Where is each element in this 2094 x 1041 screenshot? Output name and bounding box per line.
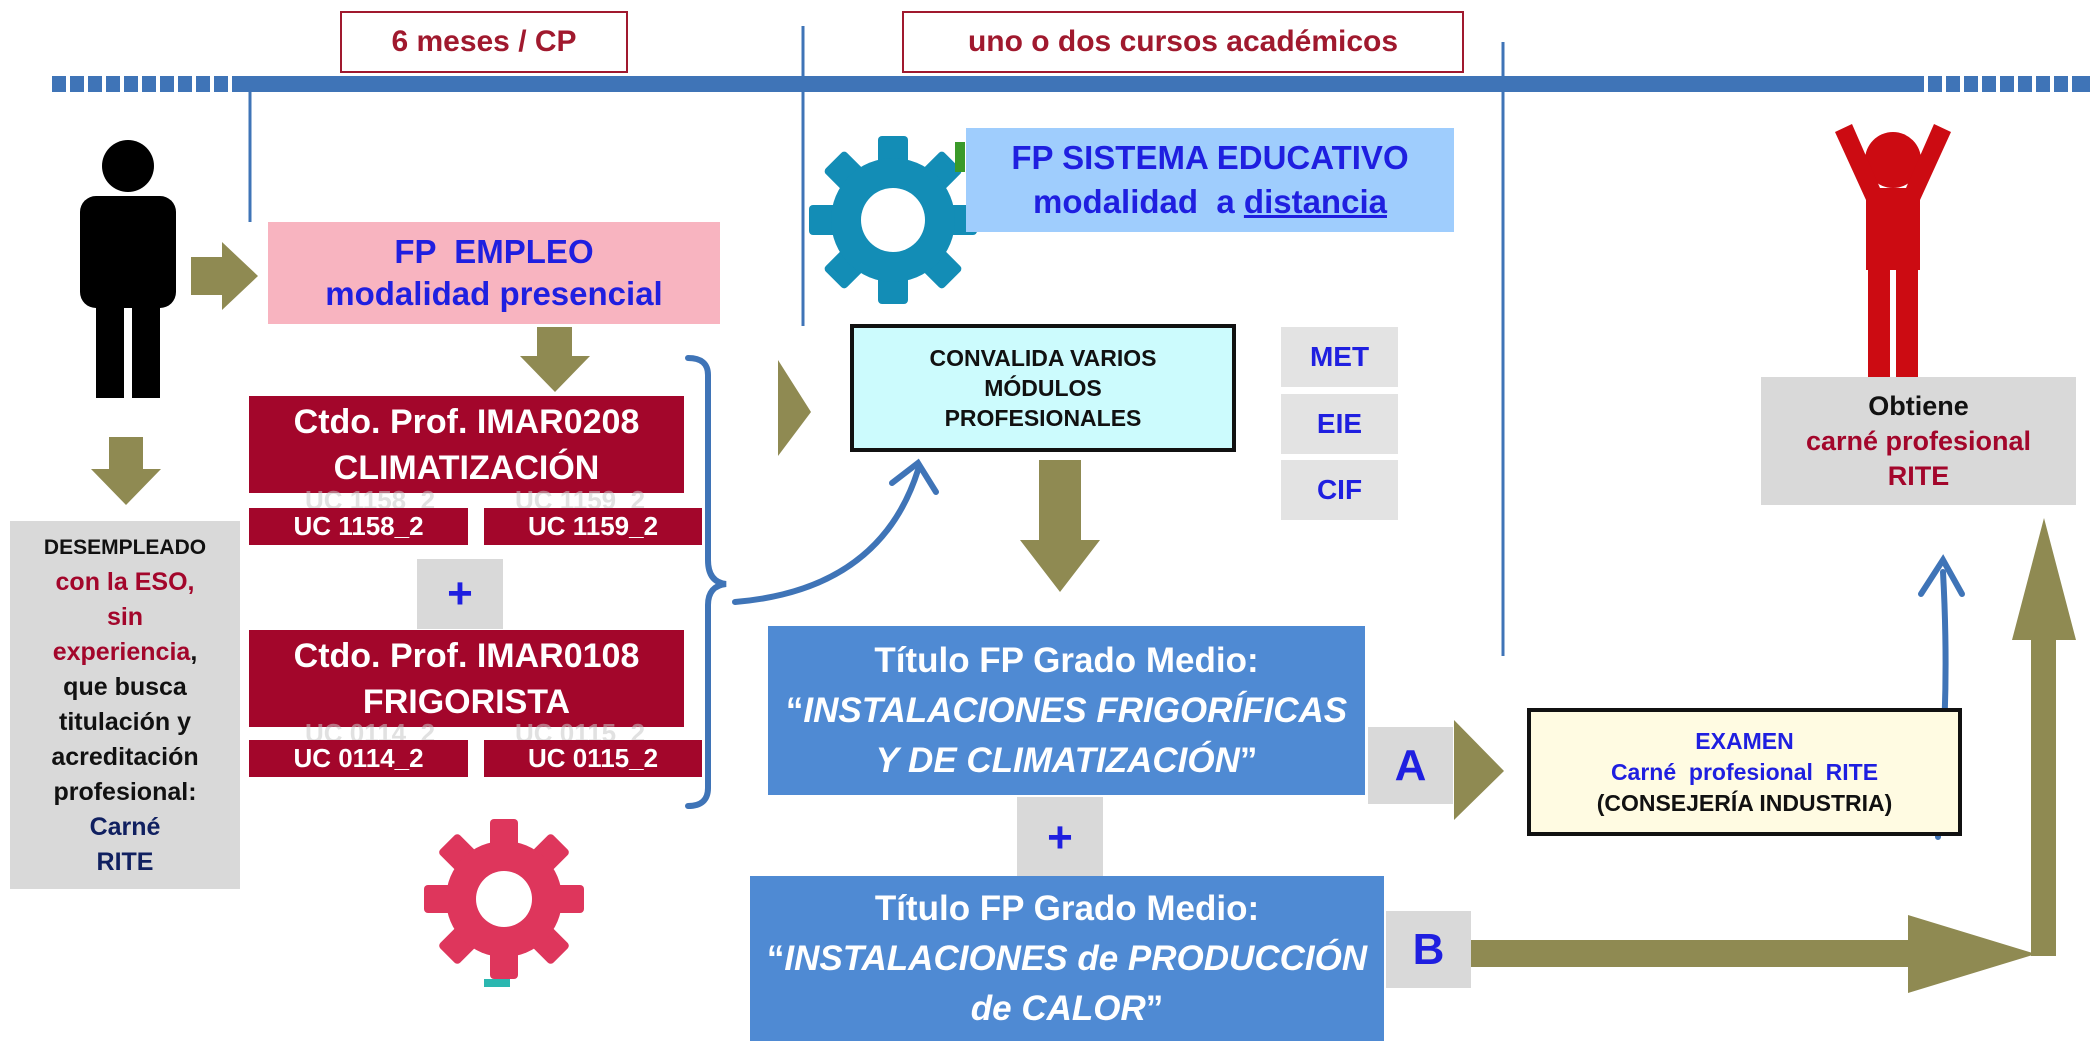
gear-red-icon [424,819,584,987]
module-chip-cif: CIF [1281,460,1398,520]
fp-sistema-box: FP SISTEMA EDUCATIVO modalidad a distanc… [966,128,1454,232]
module-chip-met: MET [1281,327,1398,387]
uc-badge: UC 1159_2 [484,508,702,545]
brace [685,355,727,809]
gear-blue-icon [809,136,977,304]
titulo-calor-box: Título FP Grado Medio: “INSTALACIONES de… [750,876,1384,1041]
arrows-olive [91,242,2076,993]
period-label-1: 6 meses / CP [340,11,628,73]
certificado-climatizacion-code: Ctdo. Prof. IMAR0208 [293,402,640,441]
arrow-a-to-examen [1454,720,1504,822]
arrow-b-up [2012,518,2076,956]
uc-badge: UC 0115_2 [484,740,702,777]
arrow-convalida-down [1020,460,1100,592]
person-standing-icon [80,140,176,398]
obtiene-box: Obtiene carné profesional RITE [1761,377,2076,505]
fp-empleo-subtitle: modalidad presencial [325,275,663,312]
timeline-dash-gaps-right [1924,76,2072,92]
arrow-person-down [91,437,161,505]
convalida-box: CONVALIDA VARIOS MÓDULOS PROFESIONALES [850,324,1236,452]
timeline-dashes-left [52,76,248,92]
uc-badge: UC 0114_2 [249,740,468,777]
period-label-2: uno o dos cursos académicos [902,11,1464,73]
arrow-b-horizontal [1470,915,2036,993]
certificado-frigorista: Ctdo. Prof. IMAR0108 FRIGORISTA [249,630,684,727]
certificado-frigorista-code: Ctdo. Prof. IMAR0108 [293,636,640,675]
person-arms-raised-icon [1835,124,1951,380]
certificado-climatizacion-name: CLIMATIZACIÓN [333,448,600,487]
arrow-person-to-fp-empleo [191,242,258,310]
certificado-frigorista-name: FRIGORISTA [362,682,571,721]
timeline-dash-gaps-left [66,76,232,92]
examen-to-obtiene-arrow-head [1918,554,1965,597]
plus-sign: + [417,559,503,629]
certificado-climatizacion: Ctdo. Prof. IMAR0208 CLIMATIZACIÓN [249,396,684,493]
curved-arrow-to-convalida [732,467,921,605]
timeline-bar [248,76,1910,92]
desempleado-profile-box: DESEMPLEADO con la ESO, sin experiencia,… [10,521,240,889]
plus-sign: + [1017,797,1103,879]
fp-empleo-box: FP EMPLEO modalidad presencial [268,222,720,324]
route-a-label: A [1368,727,1453,804]
arrow-to-convalida-body [778,380,790,438]
timeline [52,26,2090,656]
curved-arrow-head [889,458,939,495]
uc-badge: UC 1158_2 [249,508,468,545]
route-b-label: B [1386,911,1471,988]
module-chip-eie: EIE [1281,394,1398,454]
fp-sistema-subtitle: modalidad a distancia [1033,183,1387,220]
fp-sistema-title: FP SISTEMA EDUCATIVO [1011,139,1409,176]
arrow-fp-empleo-down [520,327,590,392]
titulo-frigorificas-box: Título FP Grado Medio: “INSTALACIONES FR… [768,626,1365,795]
fp-empleo-title: FP EMPLEO [394,233,594,270]
examen-box: EXAMEN Carné profesional RITE (CONSEJERÍ… [1527,708,1962,836]
